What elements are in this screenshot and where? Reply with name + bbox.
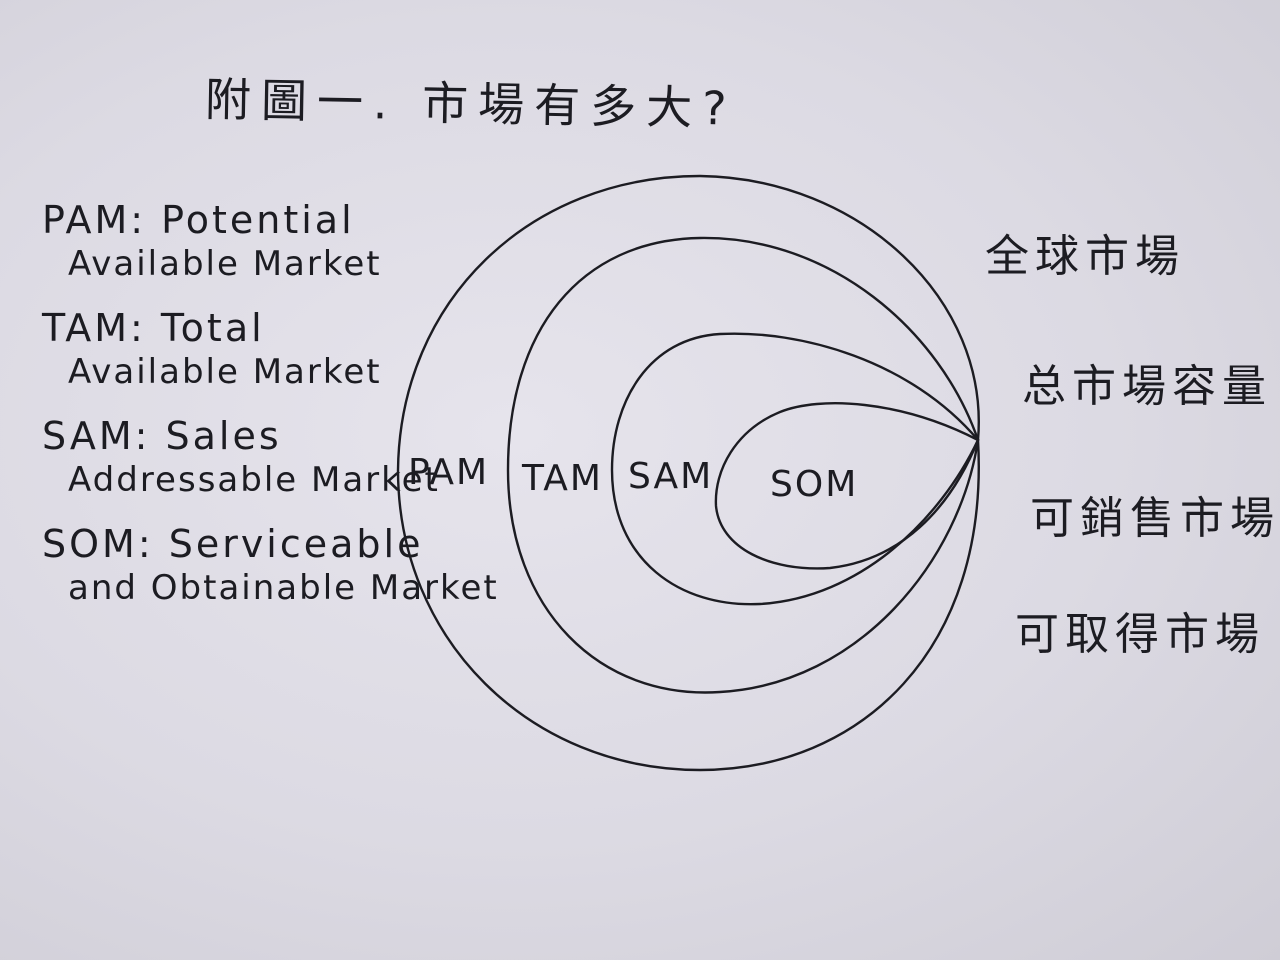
legend-item-som: SOM: Serviceable and Obtainable Market bbox=[42, 522, 499, 608]
ring-label-tam: TAM bbox=[521, 458, 603, 499]
right-label-tam: 总市場容量 bbox=[1022, 361, 1272, 412]
ring-label-som: SOM bbox=[770, 464, 858, 505]
tam-ring bbox=[506, 236, 980, 694]
legend-item-tam: TAM: Total Available Market bbox=[42, 306, 462, 392]
legend-tam-line2: Available Market bbox=[68, 352, 382, 392]
ring-label-sam: SAM bbox=[628, 456, 713, 497]
legend-sam-line2: Addressable Market bbox=[68, 460, 440, 500]
legend-item-sam: SAM: Sales Addressable Market bbox=[42, 414, 462, 500]
legend-pam-line2: Available Market bbox=[68, 244, 382, 284]
legend-som-line1: SOM: Serviceable bbox=[42, 522, 424, 566]
right-label-som: 可取得市場 bbox=[1015, 609, 1265, 660]
legend: PAM: Potential Available Market TAM: Tot… bbox=[42, 198, 499, 630]
legend-som-line2: and Obtainable Market bbox=[68, 568, 499, 608]
right-label-sam: 可銷售市場 bbox=[1030, 493, 1280, 544]
som-ring bbox=[714, 402, 980, 570]
legend-pam-line1: PAM: Potential bbox=[42, 198, 355, 242]
right-label-pam: 全球市場 bbox=[985, 231, 1185, 282]
ring-label-pam: PAM bbox=[408, 452, 489, 493]
legend-item-pam: PAM: Potential Available Market bbox=[42, 198, 462, 284]
legend-tam-line1: TAM: Total bbox=[42, 306, 265, 350]
legend-sam-line1: SAM: Sales bbox=[42, 414, 282, 458]
pam-ring bbox=[396, 174, 980, 772]
sam-ring bbox=[610, 332, 980, 606]
